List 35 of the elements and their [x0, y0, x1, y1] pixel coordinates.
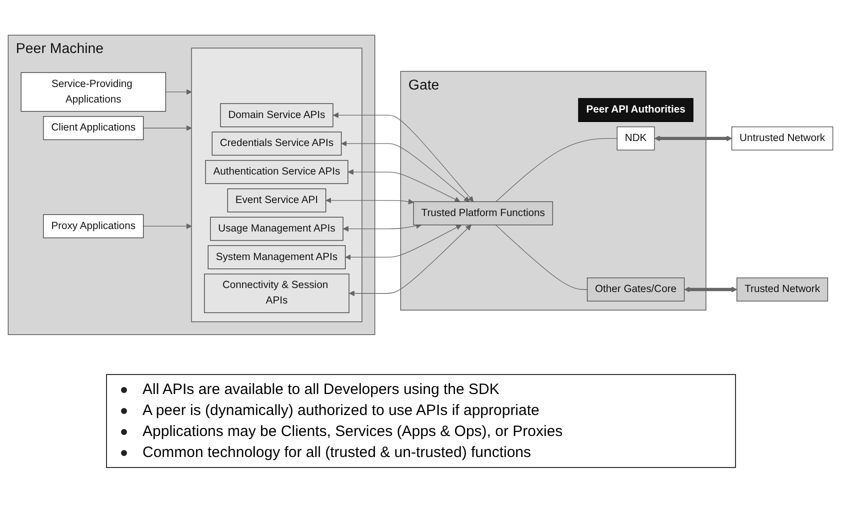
arrow — [684, 286, 738, 292]
connector — [495, 224, 588, 290]
bullet-note: Applications may be Clients, Services (Apps & Ops), or Proxies — [142, 422, 563, 442]
arrow — [349, 224, 472, 296]
node-box: Client Applications — [43, 116, 144, 140]
node-box: Other Gates/Core — [586, 278, 685, 302]
arrow — [165, 89, 192, 95]
cluster — [191, 48, 362, 322]
node-box: Event Service API — [227, 188, 326, 212]
arrow — [143, 125, 192, 132]
node-box: Peer API Authorities — [578, 98, 694, 122]
node-box: Untrusted Network — [731, 126, 834, 150]
bullet-note: Common technology for all (trusted & un-trusted) functions — [142, 443, 532, 463]
arrow — [143, 223, 192, 230]
arrow — [348, 169, 460, 202]
arrow — [341, 140, 470, 202]
node-box: Service-Providing Applications — [20, 72, 166, 112]
node-box: Proxy Applications — [43, 214, 144, 238]
arrow — [332, 112, 474, 202]
node-box: System Management APIs — [208, 245, 346, 270]
node-box: Connectivity & Session APIs — [204, 274, 350, 314]
arrow — [326, 198, 414, 205]
arrow — [654, 136, 732, 142]
connector — [496, 138, 618, 202]
node-box: Trusted Platform Functions — [413, 201, 553, 226]
bullet-note: All APIs are available to all Developers using the SDK — [142, 380, 500, 400]
arrow — [343, 223, 422, 232]
node-box: Credentials Service APIs — [212, 132, 342, 156]
node-box: Trusted Network — [736, 278, 828, 302]
node-box: Usage Management APIs — [210, 216, 344, 241]
node-box: Authentication Service APIs — [205, 160, 348, 184]
node-box: Domain Service APIs — [220, 103, 334, 128]
bullet-note: A peer is (dynamically) authorized to use APIs if appropriate — [142, 401, 540, 421]
arrow — [345, 224, 462, 260]
node-box: NDK — [616, 126, 655, 150]
